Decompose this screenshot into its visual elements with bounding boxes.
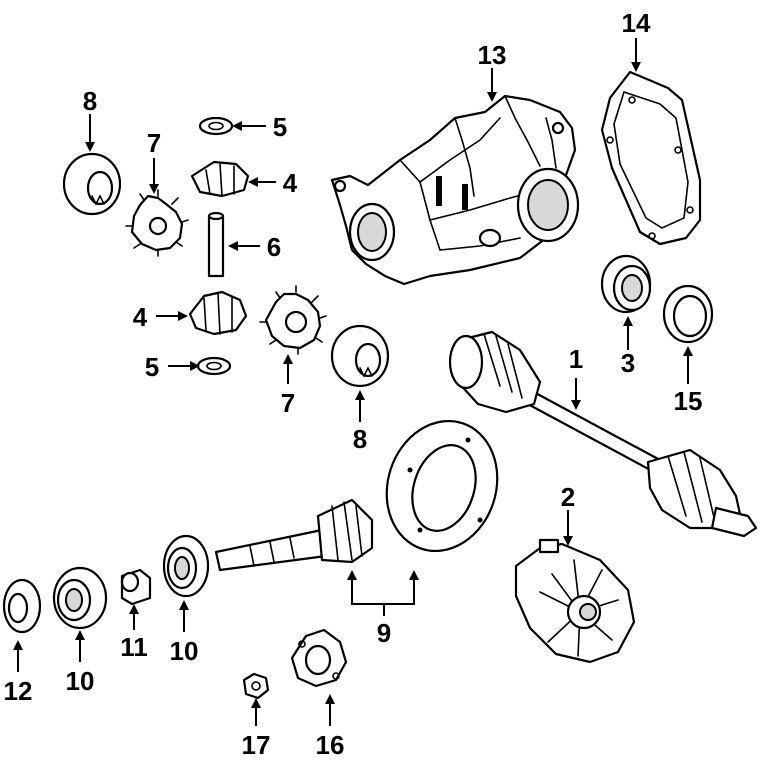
- callout-labels: 1 2 3 4 4 5 5 6 7 7 8 8 9 10 10 11 12 13…: [4, 8, 703, 760]
- pinion-nut-17: [242, 672, 270, 700]
- side-bearing-8a: [62, 152, 122, 216]
- callout-13: 13: [478, 40, 507, 70]
- collapsible-spacer-11: [120, 568, 152, 606]
- side-bearing-8b: [330, 324, 390, 388]
- bearing-3: [600, 254, 652, 314]
- thrust-washer-5a: [198, 116, 234, 136]
- pinion-shaft: [214, 498, 374, 572]
- pinion-bearing-10b: [162, 534, 210, 598]
- callout-16: 16: [316, 730, 345, 760]
- callout-17: 17: [242, 730, 271, 760]
- callout-6: 6: [267, 232, 281, 262]
- callout-5b: 5: [145, 352, 159, 382]
- callout-14: 14: [622, 8, 651, 38]
- companion-flange-16: [290, 628, 348, 688]
- pinion-gear-4a: [190, 160, 250, 198]
- callout-12: 12: [4, 676, 33, 706]
- seal-15: [662, 284, 714, 344]
- callout-10a: 10: [66, 666, 95, 696]
- leader-lines: [13, 38, 693, 726]
- ring-gear: [385, 419, 499, 553]
- callout-9: 9: [377, 618, 391, 648]
- pinion-seal-12: [2, 578, 42, 634]
- callout-1: 1: [569, 344, 583, 374]
- callout-5a: 5: [273, 112, 287, 142]
- cross-shaft: [207, 211, 225, 278]
- callout-10b: 10: [170, 636, 199, 666]
- callout-15: 15: [674, 386, 703, 416]
- callout-7b: 7: [281, 388, 295, 418]
- callout-7a: 7: [147, 128, 161, 158]
- callout-11: 11: [120, 632, 148, 662]
- pinion-gear-4b: [188, 290, 248, 336]
- differential-case: [514, 538, 636, 664]
- rear-cover: [600, 70, 702, 246]
- axle-shaft: [448, 330, 758, 538]
- side-gear-7a: [125, 189, 189, 257]
- carrier-housing: [330, 94, 580, 286]
- callout-4b: 4: [133, 302, 148, 332]
- side-gear-7b: [259, 285, 327, 355]
- pinion-bearing-10a: [52, 566, 108, 630]
- callout-8b: 8: [353, 424, 367, 454]
- thrust-washer-5b: [196, 356, 232, 376]
- callout-2: 2: [561, 482, 575, 512]
- callout-8a: 8: [83, 86, 97, 116]
- callout-4a: 4: [283, 168, 298, 198]
- callout-3: 3: [621, 348, 635, 378]
